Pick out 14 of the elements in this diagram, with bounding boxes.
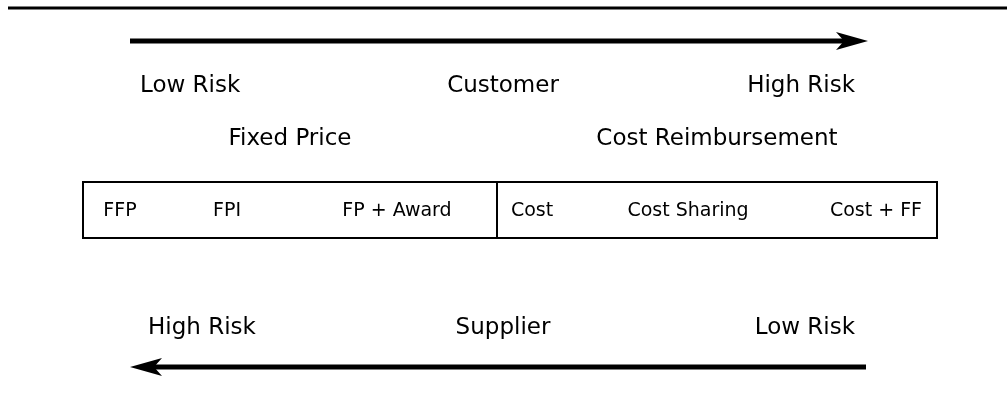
risk-label: High Risk [747,70,855,98]
risk-label: Low Risk [140,70,241,98]
contract-type-label: Cost [510,197,554,221]
contract-type-label: FP + Award [342,197,452,221]
party-label: Customer [447,70,559,98]
risk-label: Low Risk [754,312,855,340]
contract-type-label: FFP [103,197,137,221]
contract-type-label: Cost + FF [829,197,923,221]
category-heading: Cost Reimbursement [595,123,839,151]
contract-type-label: Cost Sharing [627,197,749,221]
risk-label: High Risk [148,312,256,340]
contract-type-label: FPI [213,197,241,221]
party-label: Supplier [455,312,551,340]
category-heading: Fixed Price [227,123,353,151]
